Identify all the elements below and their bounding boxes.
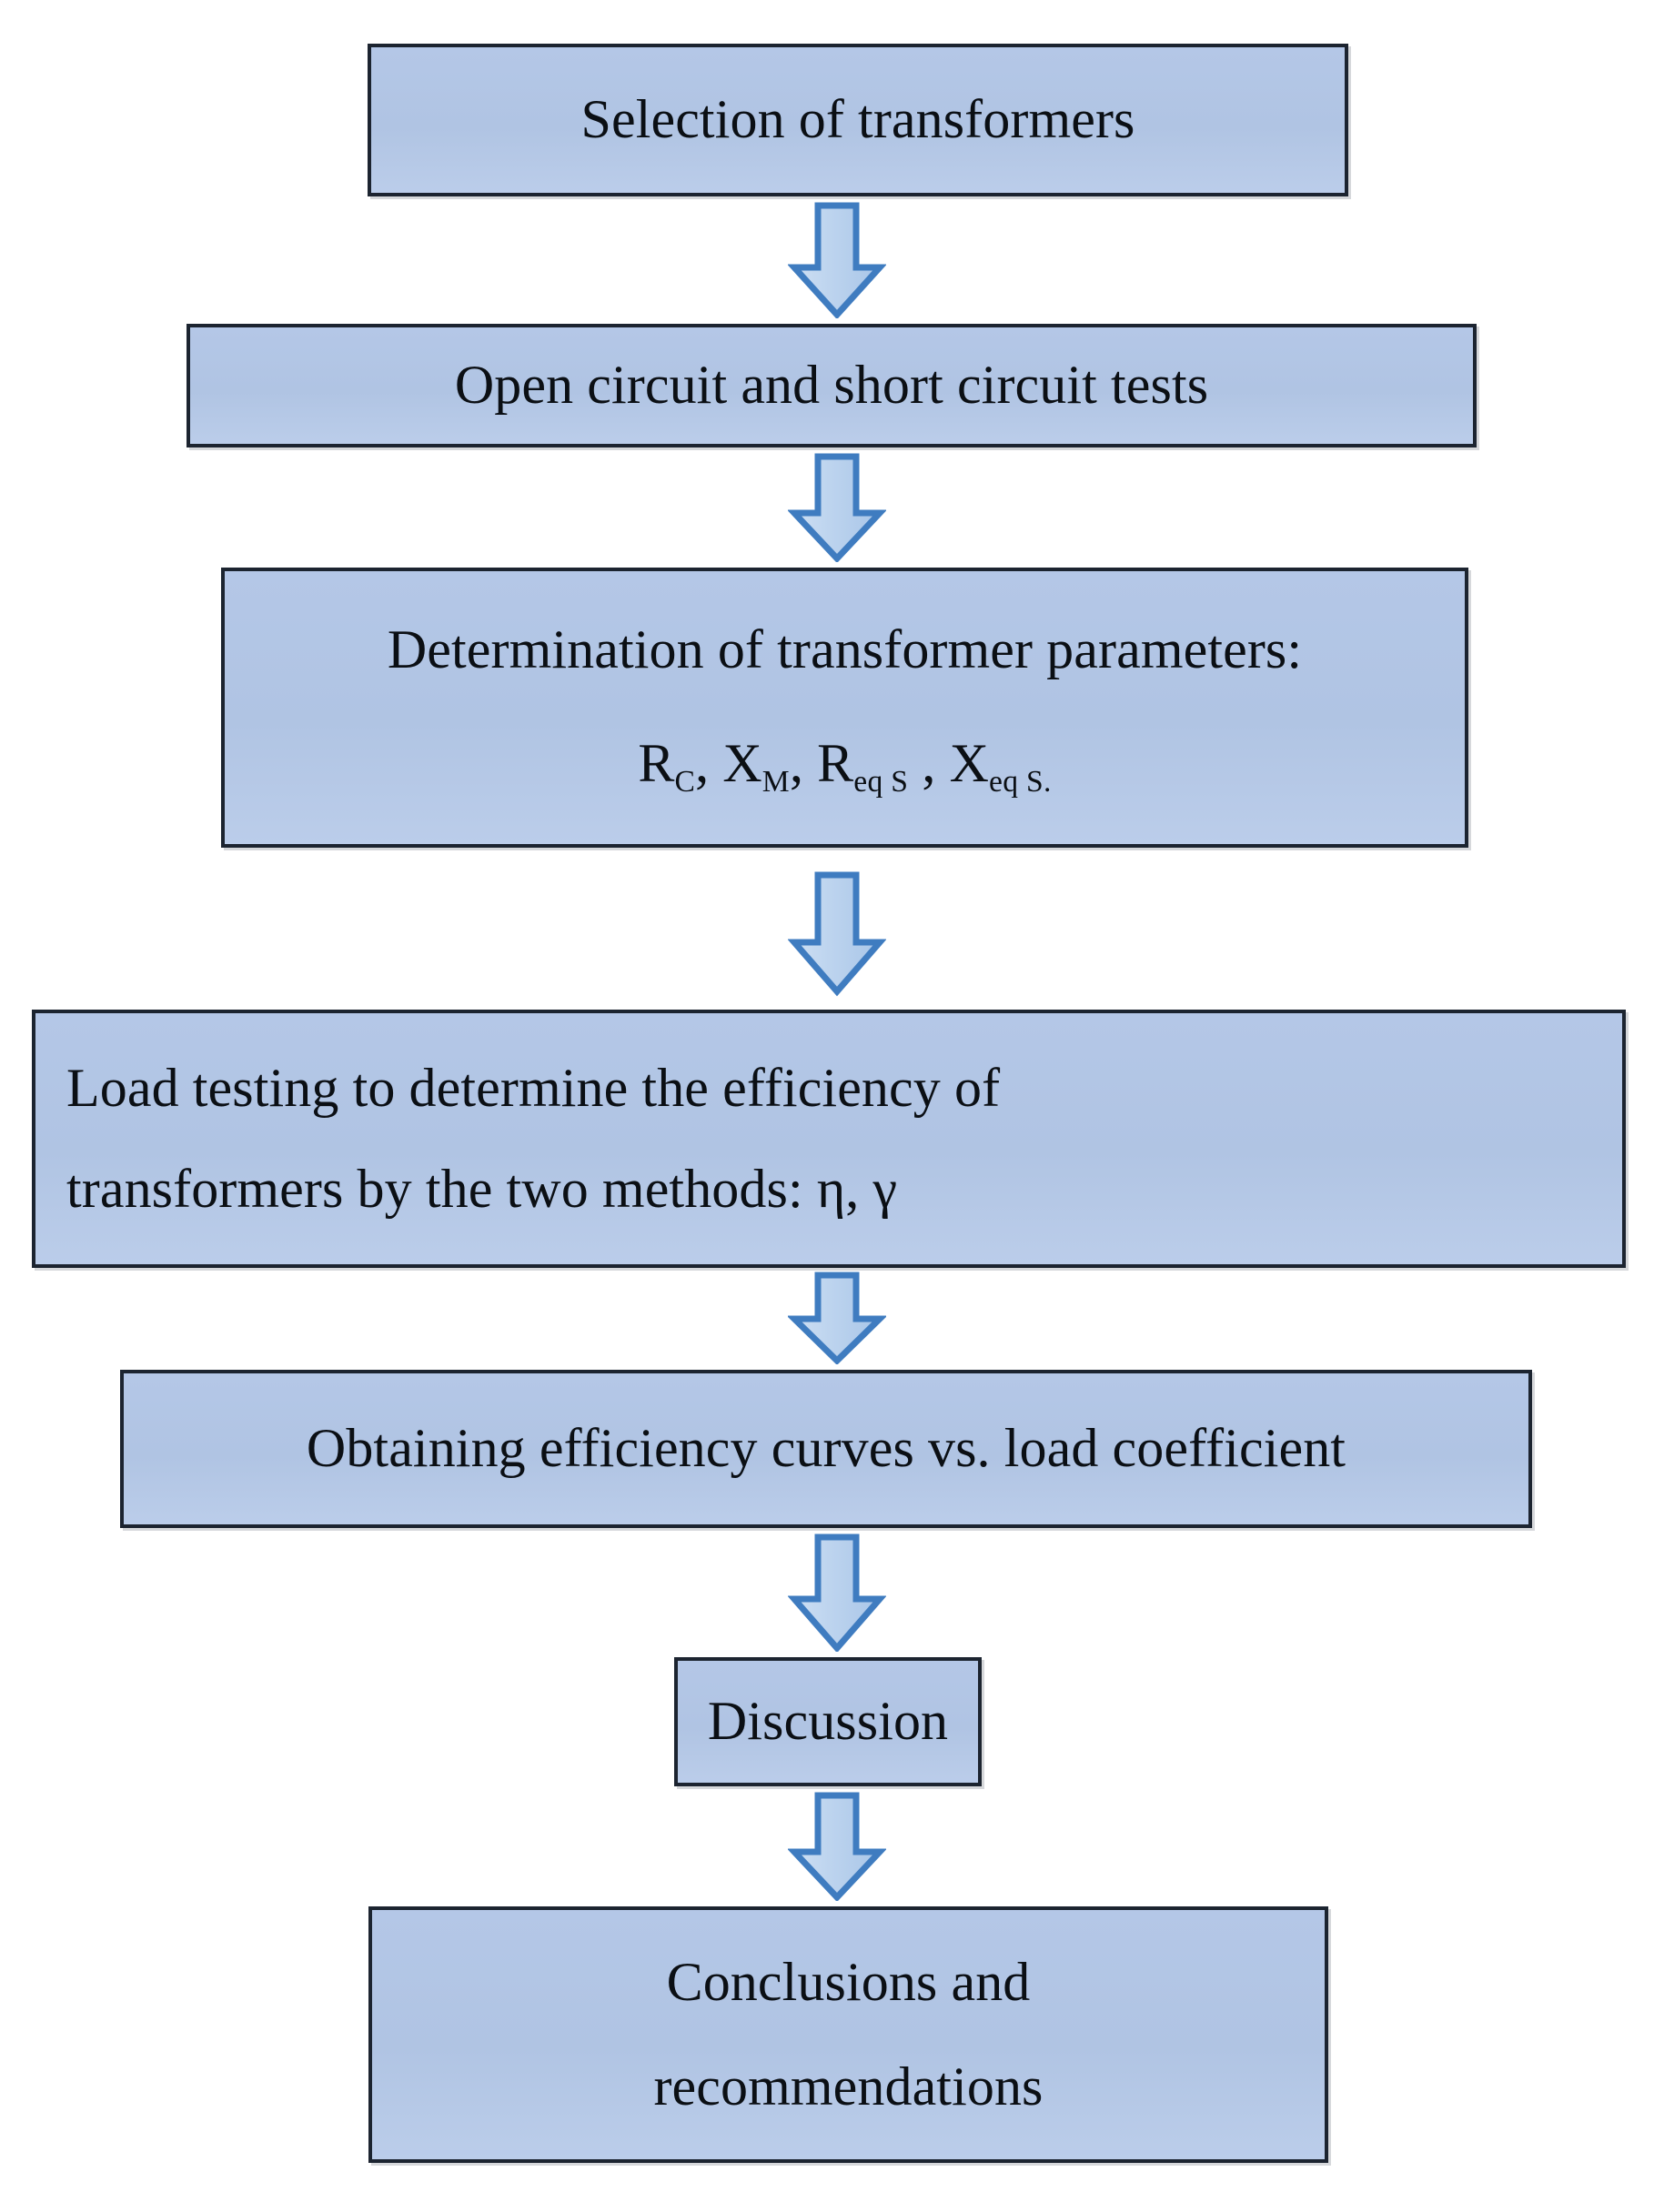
flow-node-determination-of-parameters: Determination of transformer parameters:… (221, 568, 1468, 848)
flow-node-label-2: recommendations (653, 2056, 1044, 2116)
down-arrow-icon-6 (788, 1792, 886, 1901)
formula-x-base: X (722, 733, 762, 794)
flow-node-label: Open circuit and short circuit tests (454, 355, 1209, 416)
flow-node-open-and-short-circuit-tests: Open circuit and short circuit tests (187, 324, 1477, 447)
flow-node-selection-of-transformers: Selection of transformers (368, 44, 1348, 196)
flow-node-label: Obtaining efficiency curves vs. load coe… (306, 1418, 1346, 1479)
flow-node-label: Discussion (707, 1691, 949, 1752)
flow-node-discussion: Discussion (674, 1657, 982, 1786)
flow-node-efficiency-curves: Obtaining efficiency curves vs. load coe… (120, 1370, 1532, 1528)
down-arrow-icon-5 (788, 1533, 886, 1652)
down-arrow-icon-4 (788, 1272, 886, 1364)
down-arrow-icon-1 (788, 202, 886, 318)
formula-xeq-base: X (949, 733, 990, 794)
flow-node-label: Determination of transformer parameters: (387, 619, 1303, 680)
flow-node-label: Selection of transformers (580, 89, 1135, 150)
formula-req-base: R (817, 733, 854, 794)
flow-node-label: Load testing to determine the efficiency… (66, 1057, 1001, 1118)
flow-node-formula: RC, XM, Req S , Xeq S. (638, 725, 1051, 803)
formula-r-sub: C (674, 765, 696, 799)
formula-sep-1: , (695, 733, 723, 794)
flow-node-label: Conclusions and (666, 1951, 1031, 2012)
formula-r-base: R (638, 733, 675, 794)
flow-node-conclusions-and-recommendations: Conclusions and recommendations (368, 1906, 1328, 2163)
formula-xeq-sub: eq S. (989, 765, 1052, 799)
down-arrow-icon-2 (788, 453, 886, 562)
flow-node-label-2: transformers by the two methods: η, γ (66, 1159, 898, 1219)
down-arrow-icon-3 (788, 853, 886, 1004)
formula-req-sub: eq S (853, 765, 909, 799)
formula-x-sub: M (761, 765, 790, 799)
flow-node-load-testing-efficiency: Load testing to determine the efficiency… (32, 1010, 1626, 1268)
formula-sep-3: , (908, 733, 950, 794)
formula-sep-2: , (789, 733, 818, 794)
